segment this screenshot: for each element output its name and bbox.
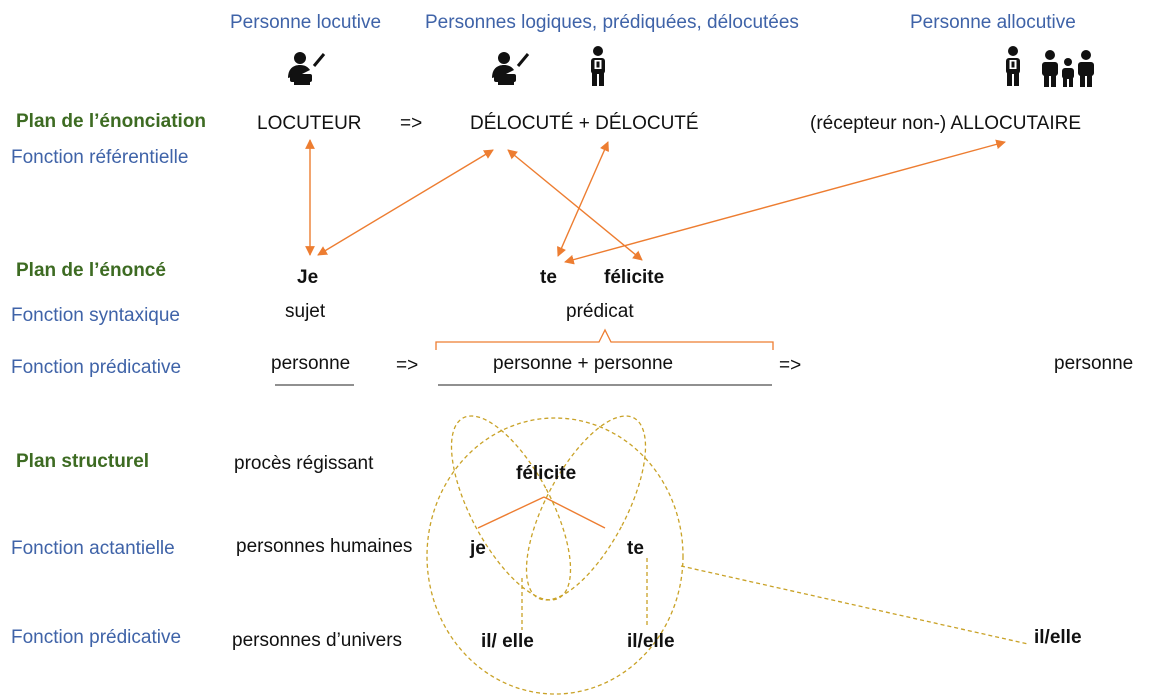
personne-left: personne (271, 353, 351, 374)
group-of-people-icon (1042, 50, 1094, 87)
fonction-syntaxique-label: Fonction syntaxique (11, 305, 180, 326)
plan-structurel-label: Plan structurel (16, 451, 150, 472)
header-locutive: Personne locutive (230, 12, 382, 33)
delocute-label: DÉLOCUTÉ + DÉLOCUTÉ (470, 113, 699, 134)
arrow-delocute-te (557, 141, 609, 257)
ellipse-je-felicite (450, 415, 572, 601)
fonction-referentielle-label: Fonction référentielle (11, 147, 189, 168)
felicite-word: félicite (604, 267, 665, 288)
dashed-structures (426, 415, 1029, 695)
reference-arrows (305, 139, 1006, 265)
predicative-arrow-a: => (396, 355, 419, 376)
standing-person-icon (1006, 46, 1020, 86)
speaker-at-desk-icon (492, 52, 530, 85)
stemma-branches (477, 496, 606, 529)
arrow-je-delocute (317, 149, 494, 256)
il-elle-2: il/elle (627, 631, 675, 652)
header-logical: Personnes logiques, prédiquées, délocuté… (425, 12, 799, 33)
plan-enonciation-label: Plan de l’énonciation (16, 111, 207, 132)
arrow-delocute-felicite (507, 149, 643, 261)
fonction-predicative-label-1: Fonction prédicative (11, 357, 182, 378)
stemma-te: te (627, 538, 644, 559)
link-circle-il-elle (680, 565, 1029, 645)
fonction-predicative-label-2: Fonction prédicative (11, 627, 182, 648)
header-allocutive: Personne allocutive (910, 12, 1076, 33)
il-elle-3: il/elle (1034, 627, 1082, 648)
personnes-humaines-label: personnes humaines (236, 536, 413, 557)
personne-right: personne (1054, 353, 1134, 374)
enonciation-arrow: => (400, 113, 423, 134)
ellipse-felicite-te (525, 415, 647, 601)
stemma-je: je (470, 538, 486, 559)
plan-enonce-label: Plan de l’énoncé (16, 260, 166, 281)
fonction-actantielle-label: Fonction actantielle (11, 538, 175, 559)
sujet-label: sujet (285, 301, 326, 322)
arrow-te-allocutaire (564, 139, 1006, 265)
te-word: te (540, 267, 557, 288)
locuteur-label: LOCUTEUR (257, 113, 362, 134)
allocutaire-label: (récepteur non-) ALLOCUTAIRE (810, 113, 1082, 134)
personnes-middle: personne + personne (493, 353, 674, 374)
personnes-univers-label: personnes d’univers (232, 630, 403, 651)
il-elle-1: il/ elle (481, 631, 534, 652)
proces-regissant-label: procès régissant (234, 453, 374, 474)
stemma-felicite: félicite (516, 463, 577, 484)
predicat-brace (435, 328, 774, 350)
predicative-arrow-b: => (779, 355, 802, 376)
speaker-at-desk-icon (288, 52, 326, 85)
predicat-label: prédicat (566, 301, 634, 322)
outer-circle (426, 417, 684, 695)
standing-person-icon (591, 46, 605, 86)
je-word: Je (297, 267, 319, 288)
